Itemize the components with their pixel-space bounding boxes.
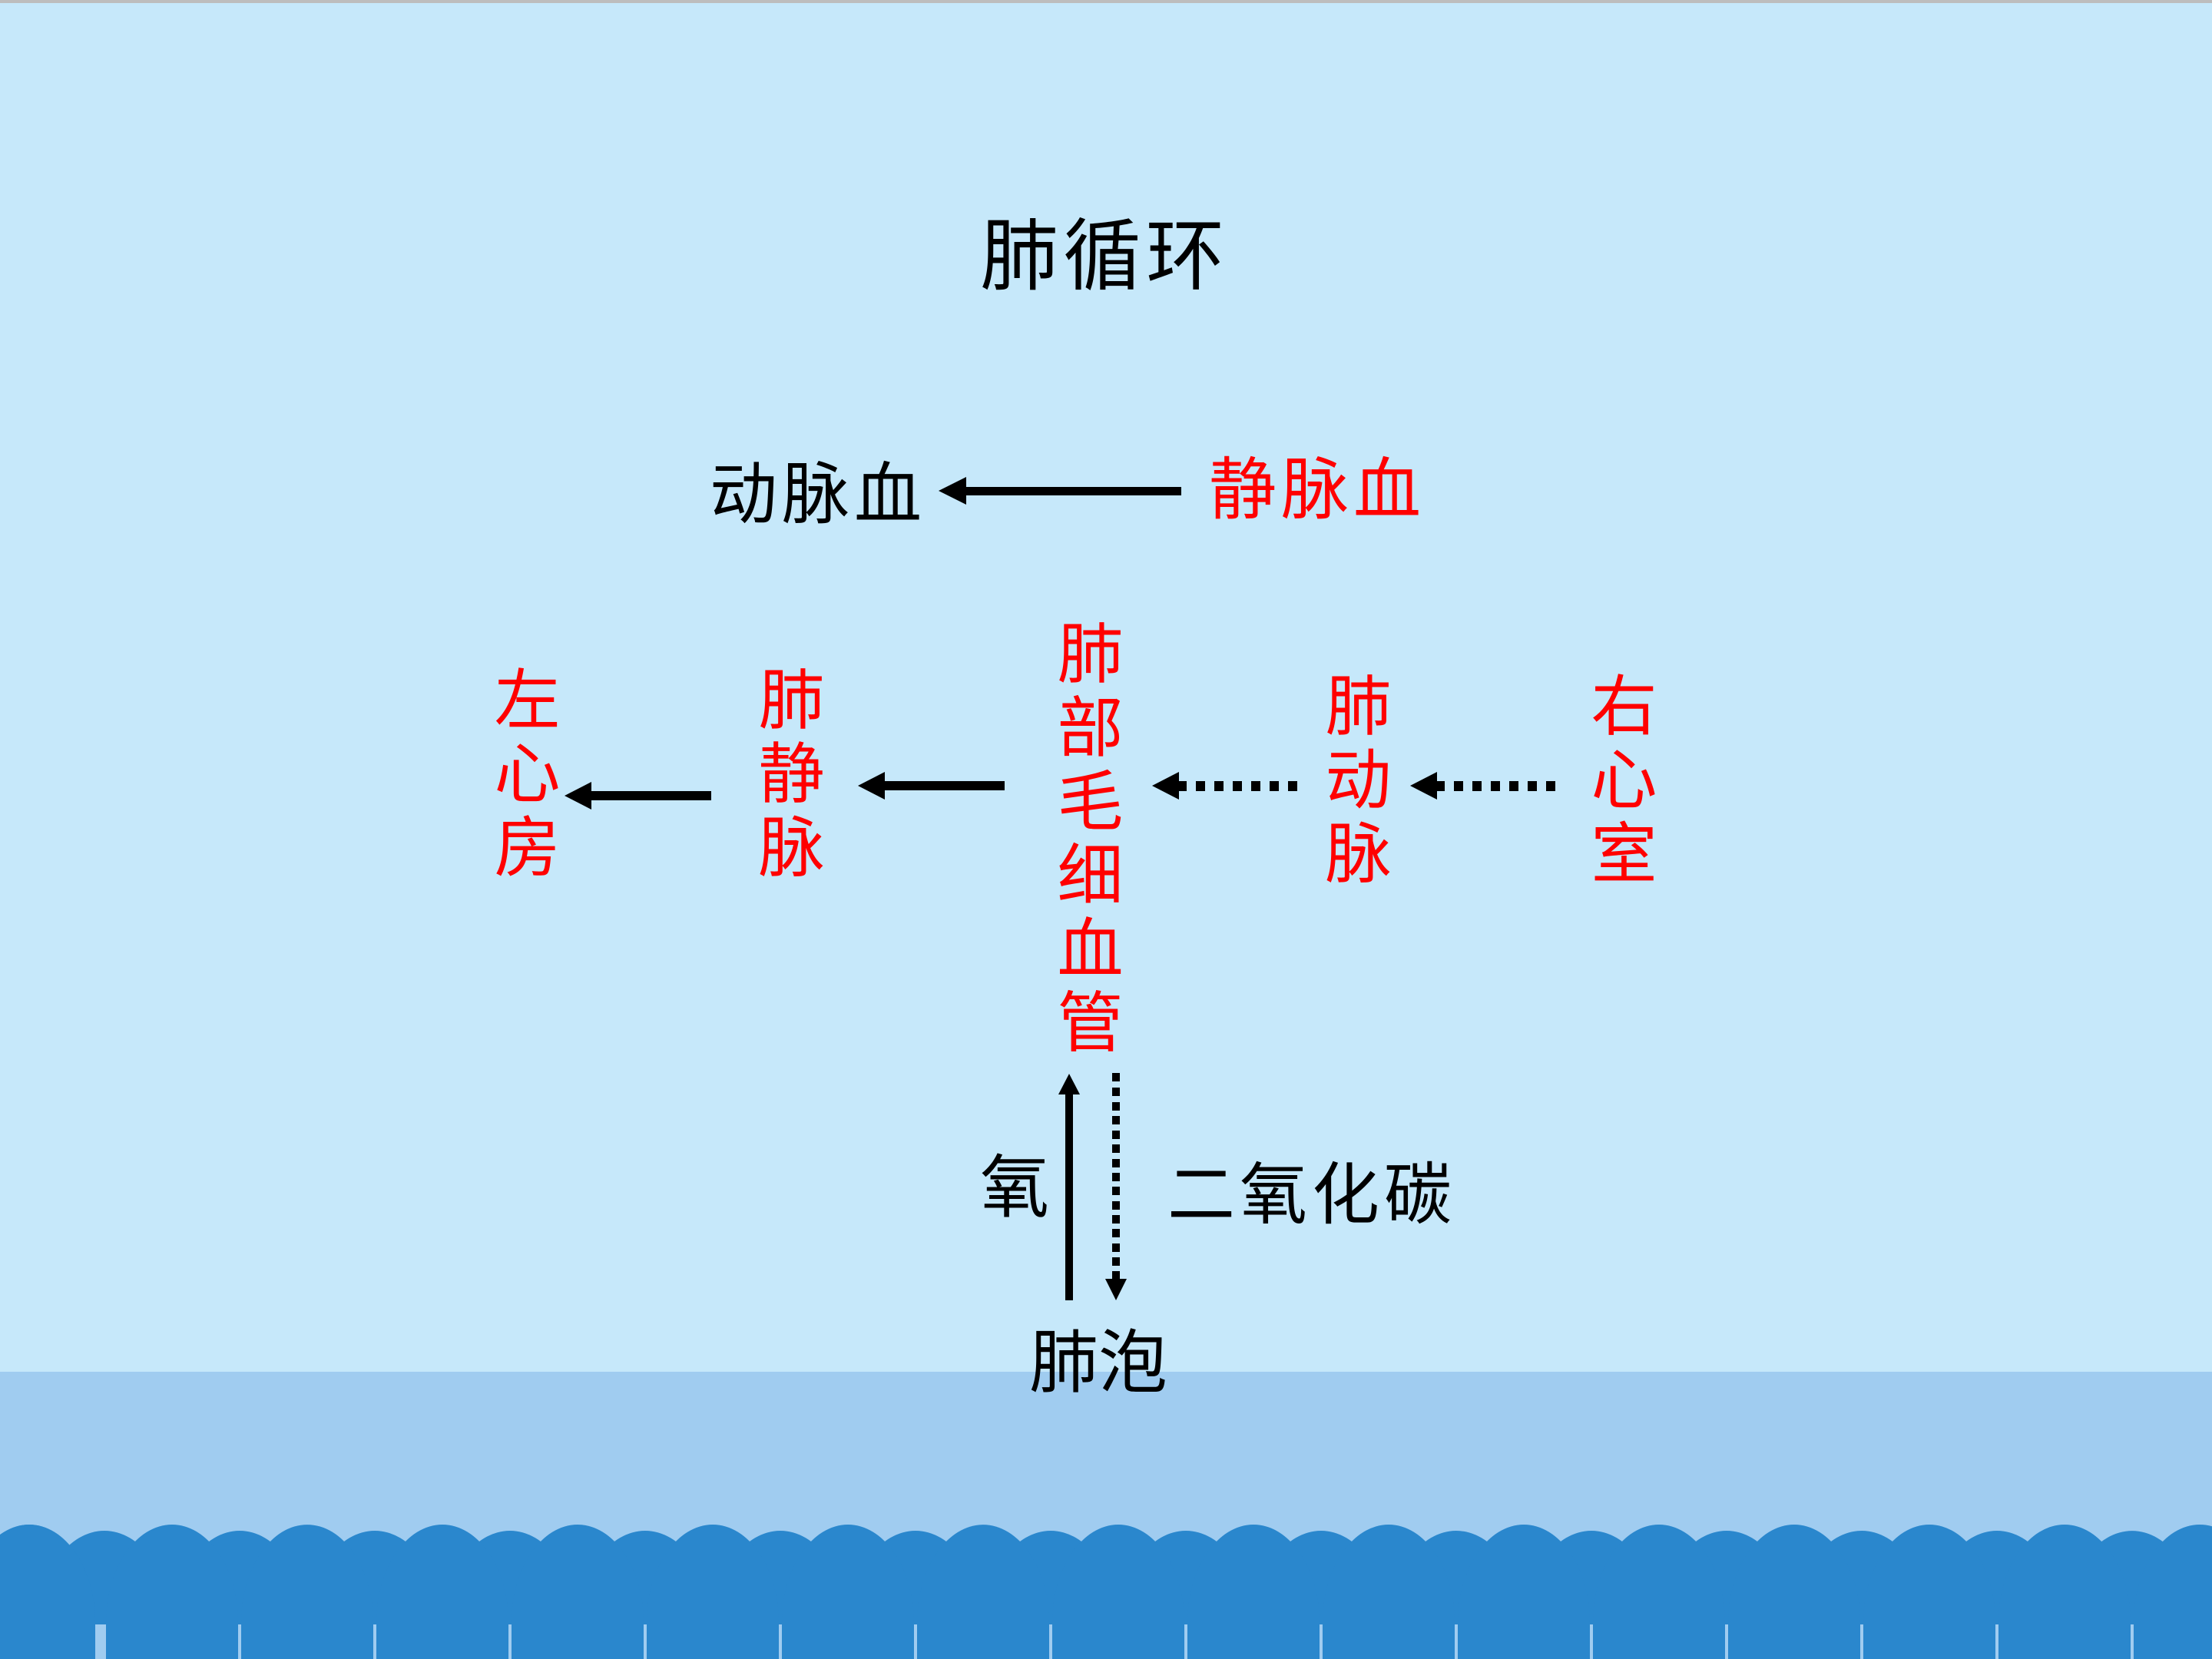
blood-change-arrow-icon xyxy=(939,477,1181,505)
node-label: 肺动脉 xyxy=(1313,671,1390,892)
node-label: 肺部毛细血管 xyxy=(1045,619,1122,1061)
arrow-to-left-atrium-icon xyxy=(565,782,711,810)
node-pulmonary-artery: 肺动脉 xyxy=(1313,671,1390,892)
top-border xyxy=(0,0,2212,3)
node-pulmonary-capillaries: 肺部毛细血管 xyxy=(1045,619,1122,1061)
dotted-arrow-to-capillaries-icon xyxy=(1152,772,1297,800)
venous-blood-label: 静脉血 xyxy=(1209,450,1426,529)
node-pulmonary-vein: 肺静脉 xyxy=(747,665,823,886)
node-label: 左心房 xyxy=(482,665,559,886)
page-title: 肺循环 xyxy=(980,211,1229,303)
node-right-ventricle: 右心室 xyxy=(1579,671,1656,892)
co2-down-arrow-icon xyxy=(1105,1073,1127,1300)
oxygen-up-arrow-icon xyxy=(1058,1074,1080,1300)
node-left-atrium: 左心房 xyxy=(482,665,559,886)
oxygen-label: 氧 xyxy=(980,1147,1049,1228)
scallop-bottom-row xyxy=(0,1525,2212,1659)
arrow-to-pulmonary-vein-icon xyxy=(858,772,1005,800)
arterial-blood-label: 动脉血 xyxy=(710,455,927,534)
node-label: 肺静脉 xyxy=(747,665,823,886)
dotted-arrow-to-pulmonary-artery-icon xyxy=(1410,772,1555,800)
node-label: 右心室 xyxy=(1579,671,1656,892)
alveoli-label: 肺泡 xyxy=(1029,1323,1167,1403)
co2-label: 二氧化碳 xyxy=(1167,1155,1457,1234)
